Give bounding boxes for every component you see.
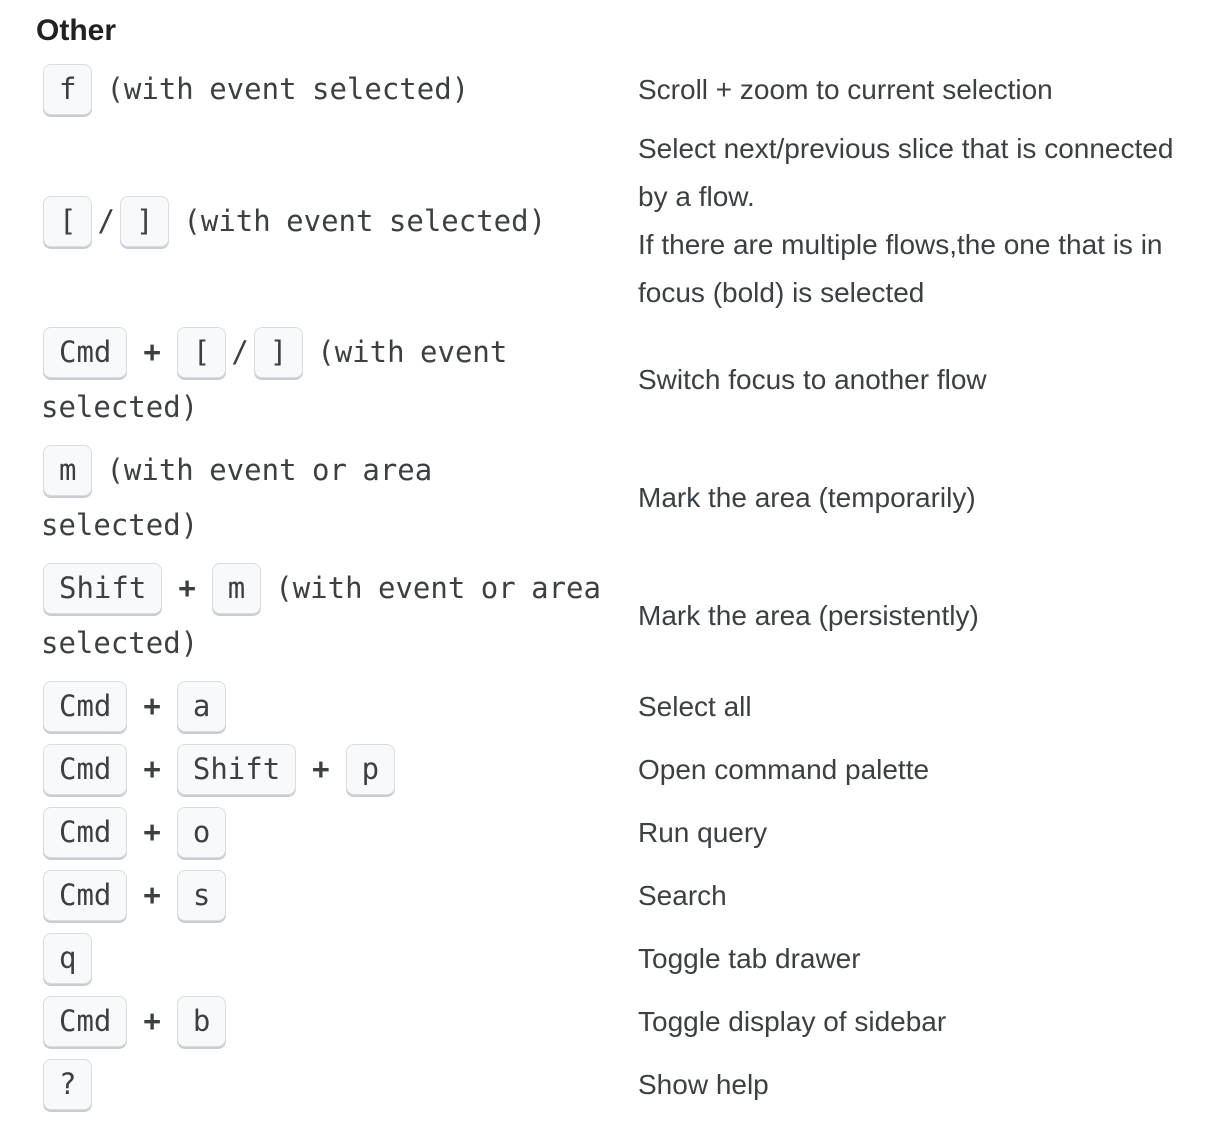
- close-bracket-key: ]: [119, 195, 170, 247]
- shift-key: Shift: [176, 744, 297, 795]
- shortcut-description: Toggle tab drawer: [638, 942, 861, 974]
- shortcut-keys-cell: m(with event or area selected): [36, 439, 601, 557]
- shortcut-row: m(with event or area selected) Mark the a…: [36, 439, 1208, 557]
- shortcut-description: Scroll + zoom to current selection: [638, 73, 1053, 105]
- shortcut-description: Mark the area (temporarily): [638, 482, 976, 513]
- shortcut-keys-cell: Cmd + [/](with event selected): [36, 321, 601, 439]
- f-key: f: [43, 64, 93, 115]
- shortcut-row: Cmd + Shift + p Open command palette: [36, 738, 1208, 801]
- shortcut-row: Cmd + [/](with event selected) Switch focus…: [36, 321, 1208, 439]
- shortcut-row: ? Show help: [36, 1053, 1208, 1116]
- slash-separator: /: [231, 335, 249, 369]
- question-mark-key: ?: [43, 1059, 93, 1110]
- section-heading: Other: [36, 14, 117, 47]
- shortcut-row: Shift + m(with event or area selected) Mark…: [36, 557, 1208, 675]
- shortcut-description: Search: [638, 879, 727, 911]
- p-key: p: [345, 744, 396, 795]
- shortcut-keys-cell: ?: [36, 1053, 601, 1116]
- plus-separator: +: [143, 878, 161, 912]
- shortcut-row: [/] (with event selected) Select next/prev…: [36, 121, 1208, 321]
- shortcut-description: Select all: [638, 690, 752, 722]
- shortcut-keys-cell: f (with event selected): [36, 58, 601, 121]
- plus-separator: +: [143, 752, 161, 786]
- plus-separator: +: [143, 815, 161, 849]
- cmd-key: Cmd: [43, 870, 128, 921]
- cmd-key: Cmd: [43, 744, 128, 795]
- plus-separator: +: [178, 571, 196, 605]
- shortcut-description: Run query: [638, 816, 768, 848]
- o-key: o: [176, 807, 227, 858]
- shortcut-keys-cell: Cmd + o: [36, 801, 601, 864]
- shortcut-row: Cmd + s Search: [36, 864, 1208, 927]
- shortcut-keys-cell: Cmd + s: [36, 864, 601, 927]
- plus-separator: +: [143, 689, 161, 723]
- shortcut-description: Switch focus to another flow: [638, 364, 987, 395]
- shortcut-description: Show help: [638, 1068, 769, 1100]
- m-key: m: [211, 563, 262, 614]
- shortcut-row: Cmd + a Select all: [36, 675, 1208, 738]
- cmd-key: Cmd: [43, 681, 128, 732]
- shortcut-keys-cell: Cmd + b: [36, 990, 601, 1053]
- shortcut-row: q Toggle tab drawer: [36, 927, 1208, 990]
- cmd-key: Cmd: [43, 996, 128, 1047]
- cmd-key: Cmd: [43, 807, 128, 858]
- open-bracket-key: [: [176, 327, 227, 378]
- shortcut-description: Toggle display of sidebar: [638, 1005, 947, 1037]
- plus-separator: +: [143, 1004, 161, 1038]
- open-bracket-key: [: [43, 195, 93, 247]
- shortcut-keys-cell: Cmd + a: [36, 675, 601, 738]
- key-context-note: (with event selected): [183, 203, 547, 238]
- slash-separator: /: [97, 203, 115, 238]
- shortcut-keys-cell: [/] (with event selected): [36, 121, 601, 321]
- s-key: s: [176, 870, 227, 921]
- b-key: b: [176, 996, 227, 1047]
- shortcut-keys-cell: q: [36, 927, 601, 990]
- shortcut-row: Cmd + o Run query: [36, 801, 1208, 864]
- shortcut-keys-cell: Cmd + Shift + p: [36, 738, 601, 801]
- shortcut-keys-cell: Shift + m(with event or area selected): [36, 557, 601, 675]
- m-key: m: [43, 445, 93, 496]
- shortcut-description: Open command palette: [638, 753, 930, 785]
- shortcut-description: Mark the area (persistently): [638, 600, 979, 631]
- cmd-key: Cmd: [43, 327, 128, 378]
- shortcut-row: f (with event selected) Scroll + zoom to c…: [36, 58, 1208, 121]
- q-key: q: [43, 933, 93, 984]
- a-key: a: [176, 681, 227, 732]
- shortcut-rows: f (with event selected) Scroll + zoom to c…: [36, 58, 1208, 1116]
- key-context-note: (with event or area selected): [41, 571, 601, 660]
- shift-key: Shift: [43, 563, 163, 614]
- shortcut-description: Select next/previous slice that is conne…: [638, 133, 1174, 308]
- key-context-note: (with event selected): [41, 335, 508, 424]
- shortcut-row: Cmd + b Toggle display of sidebar: [36, 990, 1208, 1053]
- shortcut-table: f (with event selected) Scroll + zoom to c…: [36, 58, 1208, 1116]
- key-context-note: (with event or area selected): [41, 453, 433, 542]
- plus-separator: +: [312, 752, 330, 786]
- plus-separator: +: [143, 335, 161, 369]
- close-bracket-key: ]: [253, 327, 304, 378]
- key-context-note: (with event selected): [106, 72, 470, 106]
